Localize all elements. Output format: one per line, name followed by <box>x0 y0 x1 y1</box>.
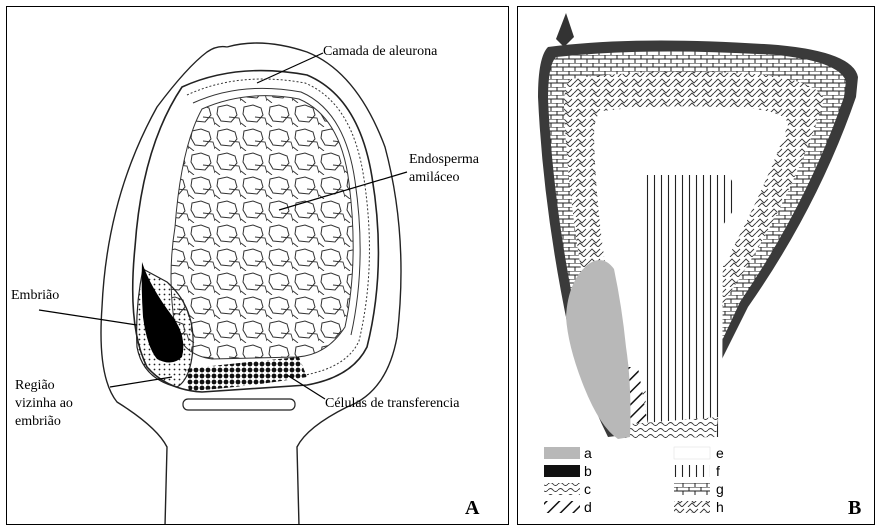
region-label-line1: Região <box>15 377 55 394</box>
legend-key-g: g <box>716 482 724 496</box>
starchy-endosperm <box>171 96 353 359</box>
region-label-line3: embrião <box>15 413 61 430</box>
legend-key-f: f <box>716 464 720 478</box>
aleurone-label: Camada de aleurona <box>323 43 437 60</box>
legend-key-h: h <box>716 500 724 514</box>
panel-b: a b c d e f g h B <box>517 6 875 525</box>
seed-cross-section-drawing <box>7 7 509 525</box>
legend-key-b: b <box>584 464 592 478</box>
panel-a: Camada de aleurona Endosperma amiláceo E… <box>6 6 509 525</box>
legend-key-c: c <box>584 482 591 496</box>
seed-domain-map <box>518 7 875 525</box>
basal-bar <box>183 399 295 410</box>
panel-b-letter: B <box>848 497 861 520</box>
region-f <box>644 175 736 437</box>
legend-key-a: a <box>584 446 592 460</box>
endosperm-label-line2: amiláceo <box>409 169 460 186</box>
embryo-label: Embrião <box>11 287 59 304</box>
legend-key-e: e <box>716 446 724 460</box>
region-label-line2: vizinha ao <box>15 395 73 412</box>
transfer-cells-label: Células de transferencia <box>325 395 460 412</box>
endosperm-label-line1: Endosperma <box>409 151 479 168</box>
seed-tip <box>556 13 574 47</box>
panel-a-letter: A <box>465 497 479 520</box>
legend-key-d: d <box>584 500 592 514</box>
